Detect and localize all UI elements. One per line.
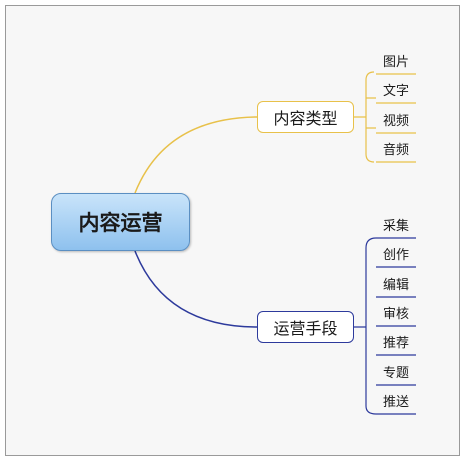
leaf-node[interactable]: 视频 xyxy=(382,114,409,129)
leaf-node[interactable]: 审核 xyxy=(382,307,409,322)
connector-root-to-content-types xyxy=(134,116,258,194)
connector-content-types-to-leaves xyxy=(354,71,376,163)
leaf-node[interactable]: 推荐 xyxy=(382,336,409,351)
leaf-node[interactable]: 采集 xyxy=(382,219,409,234)
leaf-node[interactable]: 图片 xyxy=(382,55,409,70)
leaf-node[interactable]: 创作 xyxy=(382,248,409,263)
branch-node-content-types[interactable]: 内容类型 xyxy=(257,101,354,133)
connector-root-to-operation-methods xyxy=(134,250,258,328)
leaf-node[interactable]: 编辑 xyxy=(382,278,409,293)
connector-operation-methods-to-leaves xyxy=(354,237,377,415)
leaf-node[interactable]: 专题 xyxy=(382,366,409,381)
branch-node-operation-methods[interactable]: 运营手段 xyxy=(257,311,354,343)
root-node[interactable]: 内容运营 xyxy=(51,193,190,251)
leaf-node[interactable]: 音频 xyxy=(382,143,409,158)
leaf-node[interactable]: 文字 xyxy=(382,84,409,99)
leaf-node[interactable]: 推送 xyxy=(382,395,409,410)
